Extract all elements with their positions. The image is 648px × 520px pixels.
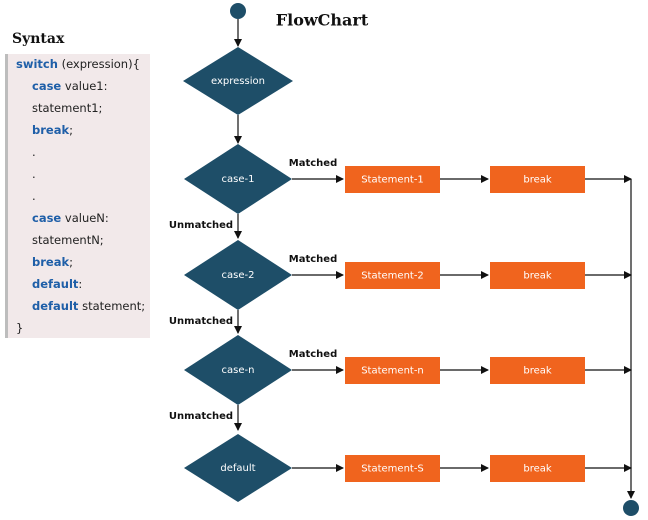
code-text: ; — [69, 255, 73, 269]
start-node — [230, 3, 246, 19]
code-line: case value1: — [32, 79, 108, 93]
code-line: . — [32, 167, 36, 181]
case-decision-label: case-2 — [222, 270, 255, 281]
code-text: ; — [69, 123, 73, 137]
matched-label: Matched — [289, 254, 337, 265]
statement-box-label: Statement-S — [361, 464, 424, 475]
code-line: case valueN: — [32, 211, 109, 225]
code-line: default statement; — [32, 299, 145, 313]
expression-decision — [183, 47, 293, 115]
code-keyword: default — [32, 277, 79, 291]
code-text: (expression){ — [57, 57, 140, 71]
code-line: . — [32, 189, 36, 203]
break-box — [490, 262, 585, 289]
statement-box — [345, 166, 440, 193]
case-decision — [184, 144, 292, 214]
code-line: statement1; — [32, 101, 102, 115]
statement-box-label: Statement-1 — [361, 175, 424, 186]
code-text: statement1; — [32, 101, 103, 115]
code-block: switch (expression){ case value1: statemen… — [5, 54, 150, 338]
default-decision-label: default — [220, 463, 255, 474]
unmatched-label: Unmatched — [169, 316, 233, 327]
code-line: } — [16, 321, 23, 335]
case-decision — [184, 335, 292, 405]
code-line: break; — [32, 255, 73, 269]
unmatched-label: Unmatched — [169, 411, 233, 422]
code-text: statementN; — [32, 233, 104, 247]
code-keyword: case — [32, 79, 62, 93]
code-keyword: switch — [16, 57, 58, 71]
code-text: valueN: — [61, 211, 109, 225]
break-box — [490, 166, 585, 193]
code-text: } — [16, 321, 24, 335]
code-keyword: break — [32, 255, 70, 269]
statement-box-label: Statement-n — [361, 366, 424, 377]
break-box — [490, 455, 585, 482]
unmatched-label: Unmatched — [169, 220, 233, 231]
code-keyword: break — [32, 123, 70, 137]
code-text: . — [32, 189, 36, 203]
code-text: : — [78, 277, 83, 291]
statement-box — [345, 455, 440, 482]
statement-box — [345, 357, 440, 384]
code-text: . — [32, 145, 36, 159]
code-line: . — [32, 145, 36, 159]
break-box — [490, 357, 585, 384]
code-keyword: case — [32, 211, 62, 225]
break-box-label: break — [523, 366, 552, 377]
syntax-title: Syntax — [12, 31, 65, 47]
code-line: statementN; — [32, 233, 104, 247]
statement-box — [345, 262, 440, 289]
code-text: statement; — [78, 299, 146, 313]
break-box-label: break — [523, 271, 552, 282]
case-decision — [184, 240, 292, 310]
end-node — [623, 500, 639, 516]
statement-box-label: Statement-2 — [361, 271, 424, 282]
case-decision-label: case-n — [222, 365, 255, 376]
break-box-label: break — [523, 464, 552, 475]
expression-decision-label: expression — [211, 76, 265, 87]
default-decision — [184, 434, 292, 502]
code-line: switch (expression){ — [16, 57, 140, 71]
break-box-label: break — [523, 175, 552, 186]
code-text: . — [32, 167, 36, 181]
matched-label: Matched — [289, 158, 337, 169]
code-line: default: — [32, 277, 82, 291]
flowchart-title: FlowChart — [276, 11, 369, 30]
code-text: value1: — [61, 79, 108, 93]
code-line: break; — [32, 123, 73, 137]
matched-label: Matched — [289, 349, 337, 360]
code-keyword: default — [32, 299, 79, 313]
case-decision-label: case-1 — [222, 174, 255, 185]
